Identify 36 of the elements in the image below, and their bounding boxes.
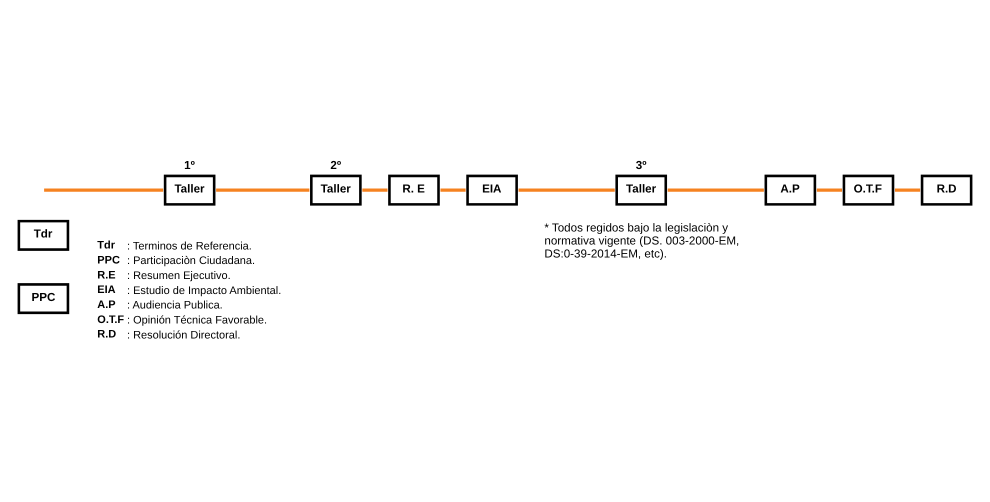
connector [518,188,615,192]
connector [216,188,310,192]
node-box: O.T.F [842,174,894,206]
connector [44,188,164,192]
node-label: 3º [636,159,646,172]
connector [440,188,466,192]
node-box: R.D [920,174,972,206]
node-box: A.P [764,174,816,206]
label: PPC [97,254,120,266]
label: : Opinión Técnica Favorable. [127,314,268,327]
node-box: R. E [388,174,440,206]
node-box: PPC [18,283,70,314]
node-label: 1º [184,159,195,172]
node-box: Tdr [18,220,70,251]
label: R.E [97,269,116,282]
label: : Audiencia Publica. [127,300,223,312]
label: EIA [97,284,116,296]
label: : Estudio de Impacto Ambiental. [127,284,282,297]
label: A.P [97,299,116,312]
connector [362,188,388,192]
node-label: 2º [330,159,342,172]
label: : Terminos de Referencia. [127,240,252,252]
label: * Todos regidos bajo la legislaciòn y normativa vigente (DS. 003-2000-EM, DS:0-39-2014-EM, etc). [544,222,740,261]
label: O.T.F [97,314,124,326]
node-box: Taller [615,174,668,206]
label: : Resumen Ejecutivo. [127,270,231,282]
label: R.D [97,328,116,341]
node-box: Taller [310,174,362,206]
connector [894,188,920,192]
connector [816,188,842,192]
node-box: EIA [466,174,518,206]
connector [668,188,764,192]
label: Tdr [97,240,115,252]
label: : Resolución Directoral. [127,329,240,342]
node-box: Taller [164,174,216,206]
label: : Participaciòn Ciudadana. [127,255,256,268]
